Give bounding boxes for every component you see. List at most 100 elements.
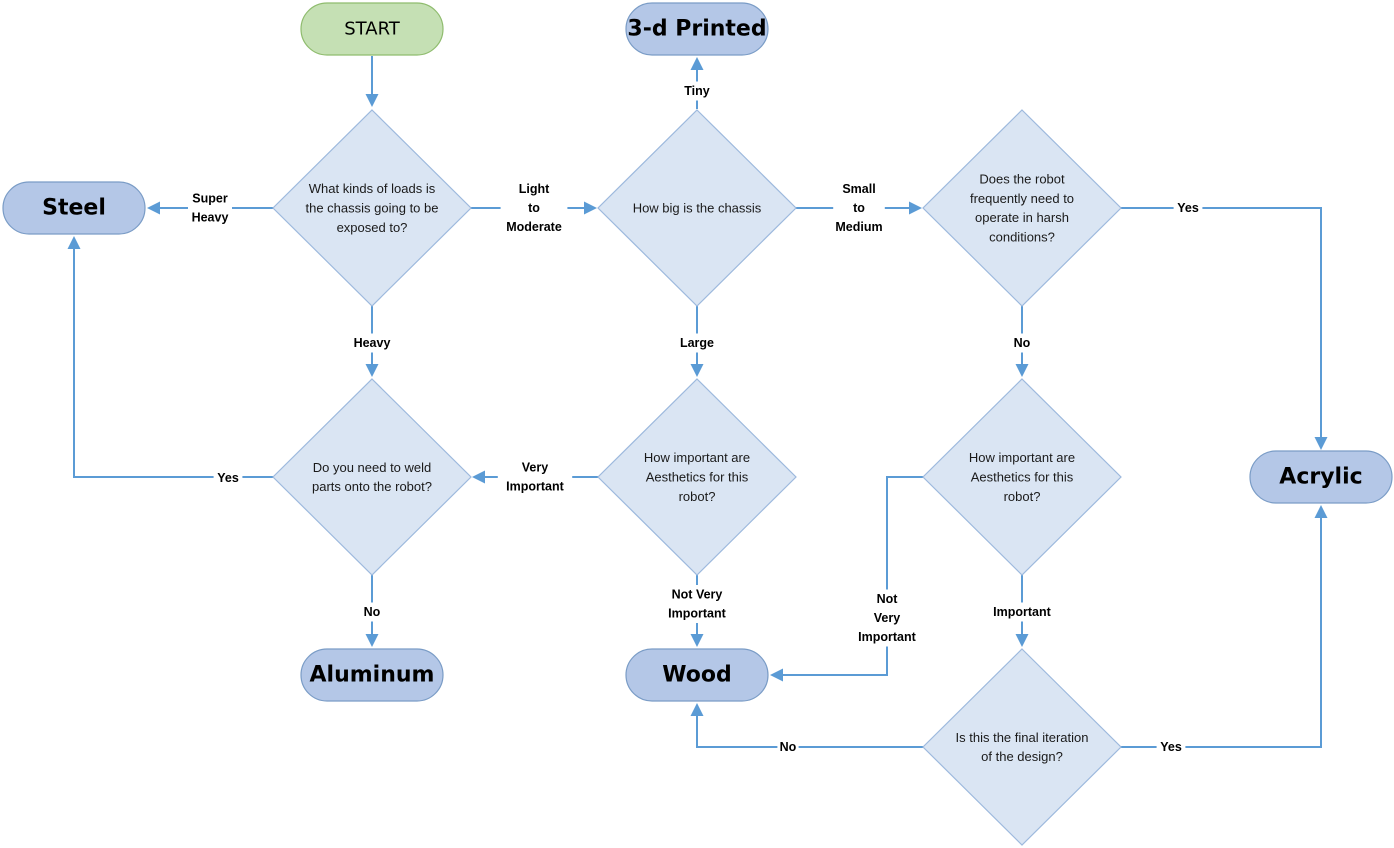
arrowhead-icon <box>365 634 379 647</box>
edge-label-text: Small <box>842 182 875 196</box>
connector-line <box>696 716 923 748</box>
decision-size: How big is the chassis <box>597 109 797 307</box>
arrowhead-icon <box>1015 634 1029 647</box>
edge-final-acrylic <box>1121 505 1328 748</box>
terminal-shape <box>1249 450 1393 504</box>
decision-shape <box>272 378 472 576</box>
decision-text-line: How important are <box>969 450 1075 465</box>
decision-text-line: Do you need to weld <box>313 460 432 475</box>
edge-label-text: Important <box>993 605 1051 619</box>
edge-label-heavy: Heavy <box>350 333 394 353</box>
edge-label-important: Important <box>984 602 1060 622</box>
connector-line <box>73 249 273 478</box>
label-background <box>188 189 232 227</box>
decision-shape <box>922 378 1122 576</box>
edge-label-text: Super <box>192 192 228 206</box>
edge-weld-steel <box>67 236 273 478</box>
label-background <box>777 737 799 757</box>
terminal-shape <box>300 2 444 56</box>
edge-label-text: No <box>780 740 797 754</box>
arrowhead-icon <box>147 201 160 215</box>
edge-label-text: No <box>364 605 381 619</box>
edge-label-text: Yes <box>1160 740 1182 754</box>
arrowhead-icon <box>690 57 704 70</box>
decision-shape <box>597 109 797 307</box>
arrowhead-icon <box>909 201 922 215</box>
label-background <box>833 179 885 237</box>
label-background <box>1173 198 1203 218</box>
edge-label-text: to <box>853 201 865 215</box>
label-background <box>659 585 735 623</box>
terminal-acrylic: Acrylic <box>1249 450 1393 504</box>
label-background <box>675 333 719 353</box>
decision-text-line: Aesthetics for this <box>646 470 749 485</box>
edge-label-text: Yes <box>1177 201 1199 215</box>
edge-label-text: Not Very <box>672 588 723 602</box>
label-background <box>500 179 568 237</box>
terminal-label: Aluminum <box>310 663 435 688</box>
decision-text-line: operate in harsh <box>975 210 1069 225</box>
edge-label-text: to <box>528 201 540 215</box>
edge-label-text: Medium <box>835 220 882 234</box>
arrowhead-icon <box>690 703 704 716</box>
edge-label-text: Important <box>858 630 916 644</box>
terminal-label: Acrylic <box>1279 465 1362 490</box>
label-background <box>497 458 573 496</box>
decision-text-line: Is this the final iteration <box>956 730 1089 745</box>
label-background <box>984 602 1060 622</box>
edge-label-text: Very <box>522 461 548 475</box>
decision-text-line: What kinds of loads is <box>309 181 436 196</box>
terminal-printed: 3-d Printed <box>625 2 769 56</box>
label-background <box>350 333 394 353</box>
arrowhead-icon <box>584 201 597 215</box>
terminal-label: 3-d Printed <box>627 17 766 42</box>
edge-label-weld-no: No <box>361 602 383 622</box>
edge-label-tiny: Tiny <box>678 81 716 101</box>
decision-text-line: robot? <box>1004 489 1041 504</box>
edge-label-text: Not <box>877 592 899 606</box>
edge-label-weld-yes: Yes <box>213 468 243 488</box>
terminal-shape <box>2 181 146 235</box>
terminal-wood: Wood <box>625 648 769 702</box>
terminal-shape <box>625 2 769 56</box>
decision-text-line: Aesthetics for this <box>971 470 1074 485</box>
terminal-aluminum: Aluminum <box>300 648 444 702</box>
terminal-label: Steel <box>42 196 106 221</box>
decision-shape <box>272 109 472 307</box>
edge-label-text: Heavy <box>192 211 229 225</box>
edge-label-text: Moderate <box>506 220 562 234</box>
edge-label-text: Large <box>680 336 714 350</box>
edge-label-text: Important <box>668 607 726 621</box>
edge-label-text: No <box>1014 336 1031 350</box>
connector-line <box>1121 207 1322 437</box>
decision-loads: What kinds of loads is the chassis going … <box>272 109 472 307</box>
edge-label-text: Very <box>874 611 900 625</box>
terminal-steel: Steel <box>2 181 146 235</box>
decision-text-line: parts onto the robot? <box>312 479 432 494</box>
edge-labels: SuperHeavyLighttoModerateHeavyTinySmallt… <box>188 81 1203 757</box>
decision-weld: Do you need to weld parts onto the robot? <box>272 378 472 576</box>
decision-text-line: How big is the chassis <box>633 201 762 216</box>
decision-text-line: the chassis going to be <box>306 201 439 216</box>
terminal-shape <box>625 648 769 702</box>
decision-text-line: robot? <box>679 489 716 504</box>
terminal-start: START <box>300 2 444 56</box>
arrowhead-icon <box>690 364 704 377</box>
edge-label-final-yes: Yes <box>1156 737 1186 757</box>
label-background <box>361 602 383 622</box>
decision-text-line: How important are <box>644 450 750 465</box>
label-background <box>1011 333 1033 353</box>
decision-text-line: exposed to? <box>337 220 408 235</box>
arrowhead-icon <box>67 236 81 249</box>
decision-text-line: of the design? <box>981 749 1063 764</box>
edge-start-loads <box>365 56 379 107</box>
decision-final: Is this the final iteration of the design… <box>922 648 1122 846</box>
edge-label-large: Large <box>675 333 719 353</box>
